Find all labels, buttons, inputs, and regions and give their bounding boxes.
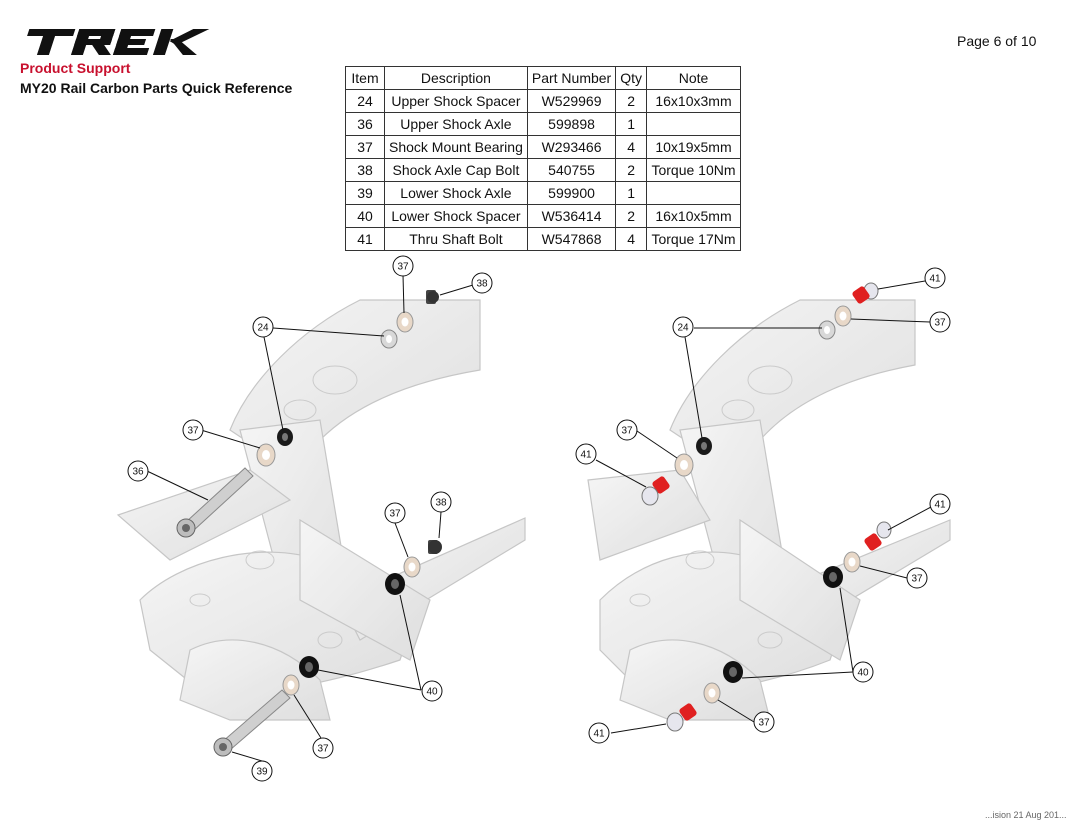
cell-part-number: 599900: [526, 181, 617, 205]
table-row: 40 Lower Shock Spacer W536414 2 16x10x5m…: [345, 204, 741, 228]
cell-description: Shock Mount Bearing: [384, 135, 528, 159]
column-header-qty: Qty: [615, 66, 647, 90]
thru-bolt-41-bottom: [666, 703, 697, 732]
callout-circle: [575, 443, 597, 465]
callout-label-24: 24: [677, 323, 689, 334]
cell-description: Lower Shock Spacer: [384, 204, 528, 228]
callout-label-37: 37: [187, 426, 199, 437]
cell-qty: 4: [615, 135, 647, 159]
callout-circle: [616, 419, 638, 441]
thru-bolt-41-mid: [864, 521, 892, 551]
table-row: 37 Shock Mount Bearing W293466 4 10x19x5…: [345, 135, 741, 159]
trek-logo: [27, 29, 210, 55]
upper-shock-axle-36: [176, 467, 254, 538]
cell-part-number: 540755: [526, 158, 617, 182]
callout-label-39: 39: [256, 767, 268, 778]
callout-label-40: 40: [857, 668, 869, 679]
cell-description: Thru Shaft Bolt: [384, 227, 528, 251]
column-header-part-number: Part Number: [526, 66, 617, 90]
cell-note: Torque 17Nm: [646, 227, 741, 251]
cell-item: 38: [345, 158, 385, 182]
callout-circle: [929, 311, 951, 333]
cell-description: Upper Shock Axle: [384, 112, 528, 136]
callout-circle: [252, 316, 274, 338]
callout-label-37: 37: [911, 574, 923, 585]
callout-circle: [127, 460, 149, 482]
callout-circle: [392, 255, 414, 277]
callouts-right: 41 24 37 37 41 41 37 40 41 37: [575, 267, 951, 744]
cell-item: 37: [345, 135, 385, 159]
callout-circle: [672, 316, 694, 338]
callout-label-37: 37: [934, 318, 946, 329]
footer-revision-fragment: ...ision 21 Aug 201...: [985, 810, 1067, 820]
table-row: 24 Upper Shock Spacer W529969 2 16x10x3m…: [345, 89, 741, 113]
cell-part-number: W293466: [526, 135, 617, 159]
callout-circle: [430, 491, 452, 513]
cell-part-number: W547868: [526, 227, 617, 251]
callout-circle: [588, 722, 610, 744]
callout-label-41: 41: [934, 500, 946, 511]
cell-item: 40: [345, 204, 385, 228]
callout-circle: [906, 567, 928, 589]
callout-label-40: 40: [426, 687, 438, 698]
callout-circle: [471, 272, 493, 294]
parts-table: Item Description Part Number Qty Note 24…: [345, 66, 741, 251]
callout-circle: [251, 760, 273, 782]
cell-item: 41: [345, 227, 385, 251]
callout-label-41: 41: [580, 450, 592, 461]
page-number: Page 6 of 10: [957, 33, 1037, 49]
product-support-label: Product Support: [20, 60, 131, 76]
callout-label-37: 37: [389, 509, 401, 520]
cell-item: 39: [345, 181, 385, 205]
cell-part-number: W536414: [526, 204, 617, 228]
left-frame-drawing: [116, 299, 526, 721]
callout-circle: [182, 419, 204, 441]
table-row: 41 Thru Shaft Bolt W547868 4 Torque 17Nm: [345, 227, 741, 251]
cell-description: Shock Axle Cap Bolt: [384, 158, 528, 182]
cap-bolt-38-top: [426, 290, 439, 304]
callout-label-37: 37: [397, 262, 409, 273]
column-header-note: Note: [646, 66, 741, 90]
cell-part-number: 599898: [526, 112, 617, 136]
callout-circle: [753, 711, 775, 733]
left-hardware: [176, 290, 442, 757]
callout-label-38: 38: [435, 498, 447, 509]
callout-circle: [384, 502, 406, 524]
callout-label-24: 24: [257, 323, 269, 334]
cell-part-number: W529969: [526, 89, 617, 113]
callout-circle: [924, 267, 946, 289]
callout-label-37: 37: [758, 718, 770, 729]
table-row: 36 Upper Shock Axle 599898 1: [345, 112, 741, 136]
cell-qty: 1: [615, 112, 647, 136]
cell-item: 24: [345, 89, 385, 113]
callouts-left: 37 38 24 37 36 38 37 40 37 39: [127, 255, 493, 782]
cell-note: 16x10x3mm: [646, 89, 741, 113]
callout-circle: [929, 493, 951, 515]
thru-bolt-41-top: [852, 282, 879, 304]
cell-qty: 2: [615, 158, 647, 182]
thru-bolt-41-left: [641, 476, 670, 506]
lower-shock-axle-39: [213, 689, 291, 757]
callout-circle: [312, 737, 334, 759]
callout-circle: [421, 680, 443, 702]
cap-bolt-38-lower: [428, 540, 442, 554]
table-row: 39 Lower Shock Axle 599900 1: [345, 181, 741, 205]
cell-description: Lower Shock Axle: [384, 181, 528, 205]
cell-qty: 2: [615, 204, 647, 228]
document-title: MY20 Rail Carbon Parts Quick Reference: [20, 80, 293, 96]
cell-note: 16x10x5mm: [646, 204, 741, 228]
callout-label-41: 41: [593, 729, 605, 740]
callout-label-38: 38: [476, 279, 488, 290]
callout-label-41: 41: [929, 274, 941, 285]
right-frame-drawing: [587, 299, 951, 721]
callout-label-37: 37: [317, 744, 329, 755]
callout-label-36: 36: [132, 467, 144, 478]
callout-circle: [852, 661, 874, 683]
callout-label-37: 37: [621, 426, 633, 437]
right-hardware: [641, 282, 892, 732]
